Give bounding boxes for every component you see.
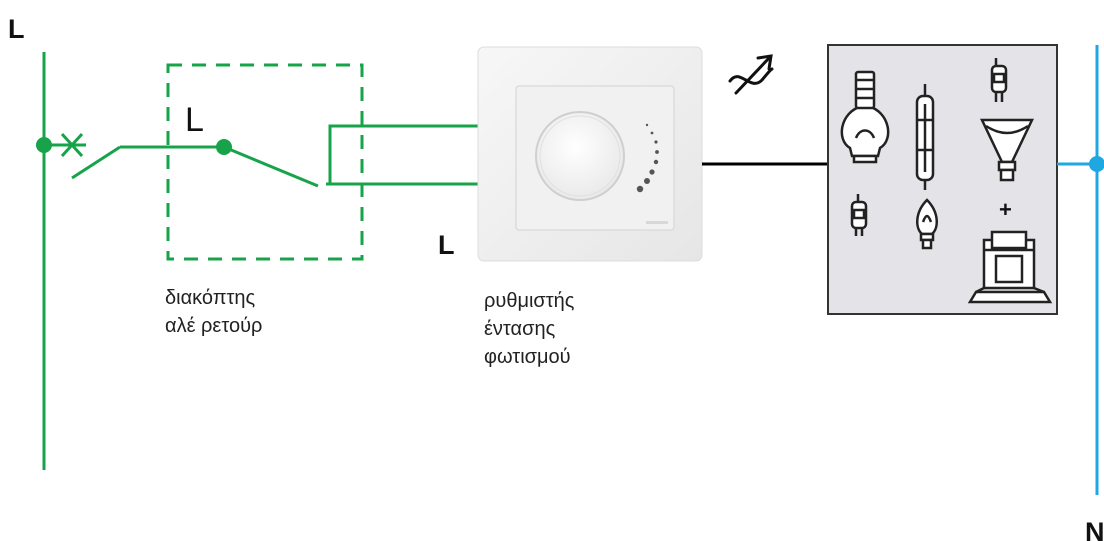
transformer-icon [967,230,1053,304]
switch-terminal-label: L [185,101,204,139]
incandescent-bulb-icon [840,70,890,164]
plus-sign: + [999,197,1012,222]
small-capsule-lamp-icon [850,194,868,236]
switch-caption-line-2: αλέ ρετούρ [165,315,262,337]
two-way-switch-box [166,63,364,261]
dimmer-terminal-label: L [438,230,455,260]
phase-label-left: L [8,14,25,44]
switch-wiring [44,132,319,188]
dimmer-device [477,46,703,262]
reflector-lamp-icon [980,118,1034,182]
dimmer-knob-icon [535,111,625,201]
neutral-label: N [1085,517,1104,541]
switch-lever [223,145,319,188]
candle-bulb-icon [916,198,938,250]
switch-caption-line-1: διακόπτης [165,287,256,309]
dimmer-caption-line-2: έντασης [484,318,556,340]
traveller-wires [326,124,480,186]
g4-capsule-lamp-icon [990,58,1008,102]
dimmer-level-dots [636,123,659,193]
dimmer-caption-line-3: φωτισμού [484,346,571,368]
dimmer-caption-line-1: ρυθμιστής [484,290,575,312]
linear-halogen-tube-icon [915,84,935,190]
adjustable-symbol-icon [728,54,774,95]
